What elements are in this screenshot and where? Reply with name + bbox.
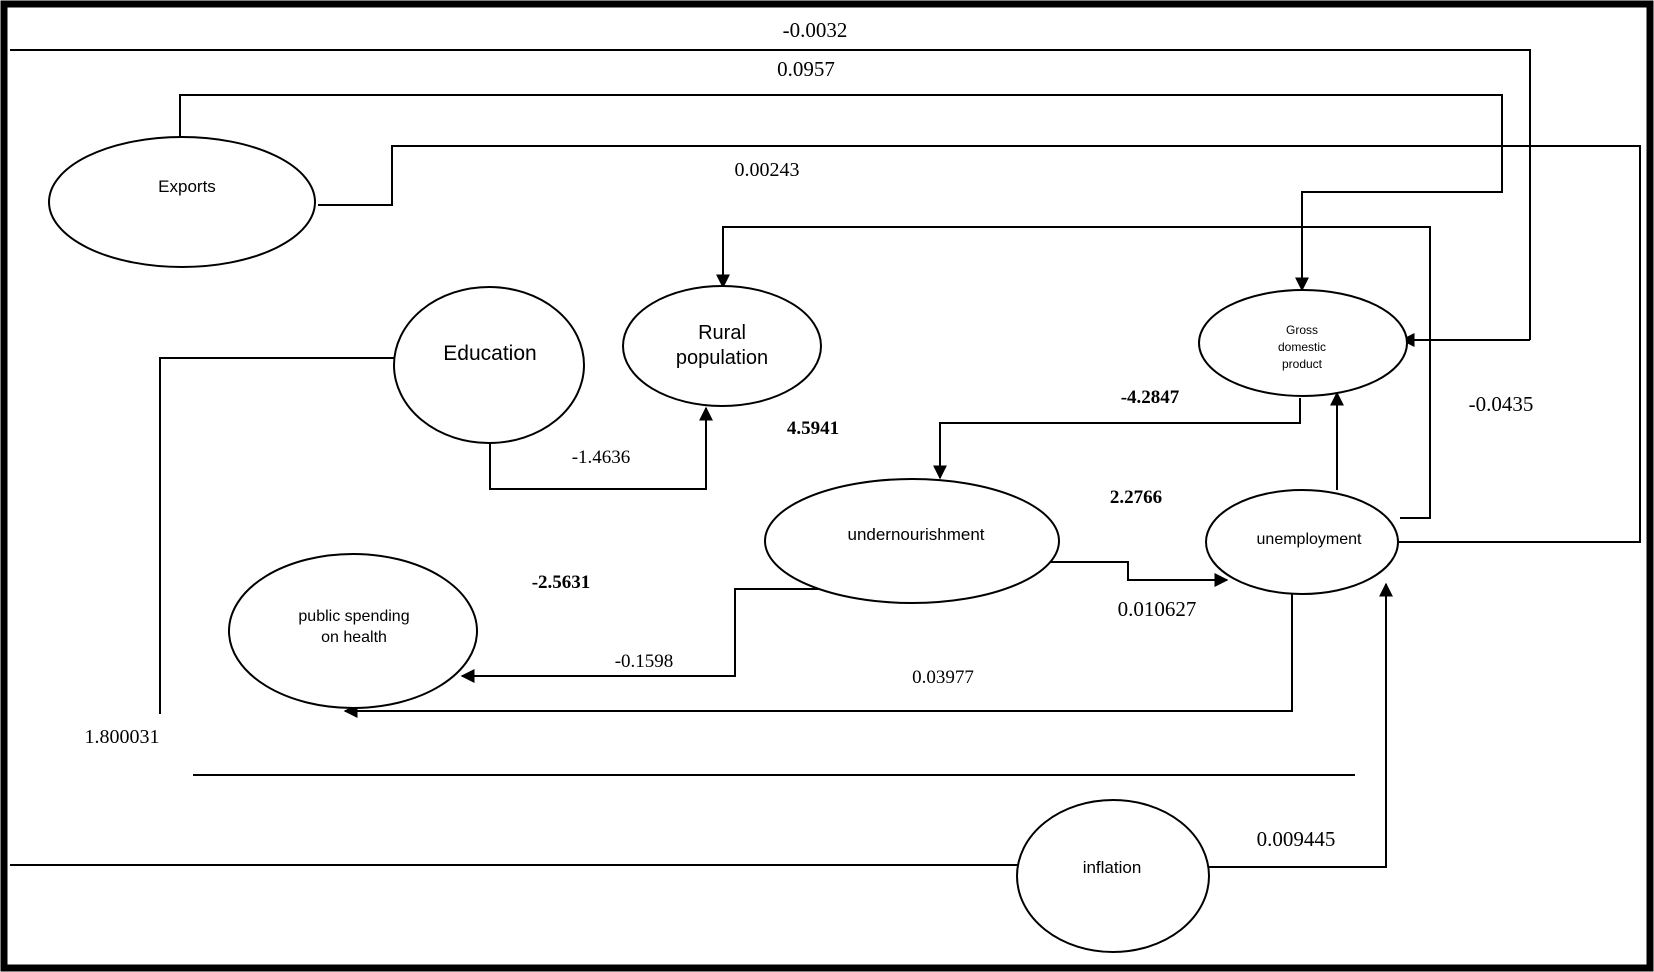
svg-text:product: product — [1282, 357, 1323, 371]
edge-undernourishment-health — [460, 588, 825, 683]
coef-gdp-undernourishment: -4.2847 — [1121, 387, 1180, 408]
coef-education-health: -2.5631 — [532, 572, 591, 593]
edge-undernourishment-unemployment — [1045, 561, 1229, 587]
coef-inflation-unemployment: 0.009445 — [1257, 827, 1336, 851]
coef-undernourishment-health: -0.1598 — [615, 651, 674, 672]
edge-top-gdp — [10, 49, 1531, 340]
edge-unemployment-health — [343, 593, 1293, 718]
coef-education-left: 1.800031 — [85, 726, 160, 748]
svg-text:Rural: Rural — [698, 322, 746, 344]
coef-exports-unemployment-top: -0.0032 — [783, 18, 848, 42]
coef-unemployment-gdp-right: -0.0435 — [1469, 392, 1534, 416]
edge-education-left — [159, 357, 395, 714]
node-public-health: public spending on health — [228, 553, 478, 709]
svg-text:public spending: public spending — [298, 608, 409, 625]
node-unemployment: unemployment — [1205, 489, 1399, 595]
coef-education-rural: -1.4636 — [572, 447, 631, 468]
svg-text:on health: on health — [321, 629, 387, 646]
svg-text:Exports: Exports — [158, 177, 216, 196]
coef-unemployment-gdp: 2.2766 — [1110, 487, 1162, 508]
edge-exports-gdp — [179, 94, 1503, 292]
edge-education-rural — [489, 406, 713, 490]
svg-text:unemployment: unemployment — [1257, 531, 1363, 548]
node-undernourishment: undernourishment — [764, 478, 1060, 604]
svg-text:population: population — [676, 347, 768, 369]
coef-unemployment-health: 0.03977 — [912, 667, 974, 688]
node-inflation: inflation — [1016, 799, 1210, 953]
coef-exports-unemployment: 0.00243 — [735, 159, 800, 181]
node-education: Education — [393, 286, 585, 444]
edge-unemployment-rural — [716, 226, 1431, 519]
coef-undernourishment-unemployment: 0.010627 — [1118, 597, 1197, 621]
edge-gdp-undernourishment — [933, 398, 1301, 480]
coef-unemployment-rural: 4.5941 — [787, 418, 839, 439]
svg-text:Gross: Gross — [1286, 323, 1318, 337]
svg-text:undernourishment: undernourishment — [847, 525, 984, 544]
svg-text:Education: Education — [443, 342, 536, 365]
edge-exports-unemployment — [318, 145, 1641, 549]
coef-exports-gdp: 0.0957 — [777, 57, 835, 81]
node-gdp: Gross domestic product — [1198, 289, 1408, 397]
node-exports: Exports — [48, 136, 316, 268]
svg-text:domestic: domestic — [1278, 340, 1326, 354]
edge-inflation-unemployment — [1206, 582, 1393, 868]
svg-text:inflation: inflation — [1083, 858, 1142, 877]
node-rural-population: Rural population — [622, 285, 822, 407]
